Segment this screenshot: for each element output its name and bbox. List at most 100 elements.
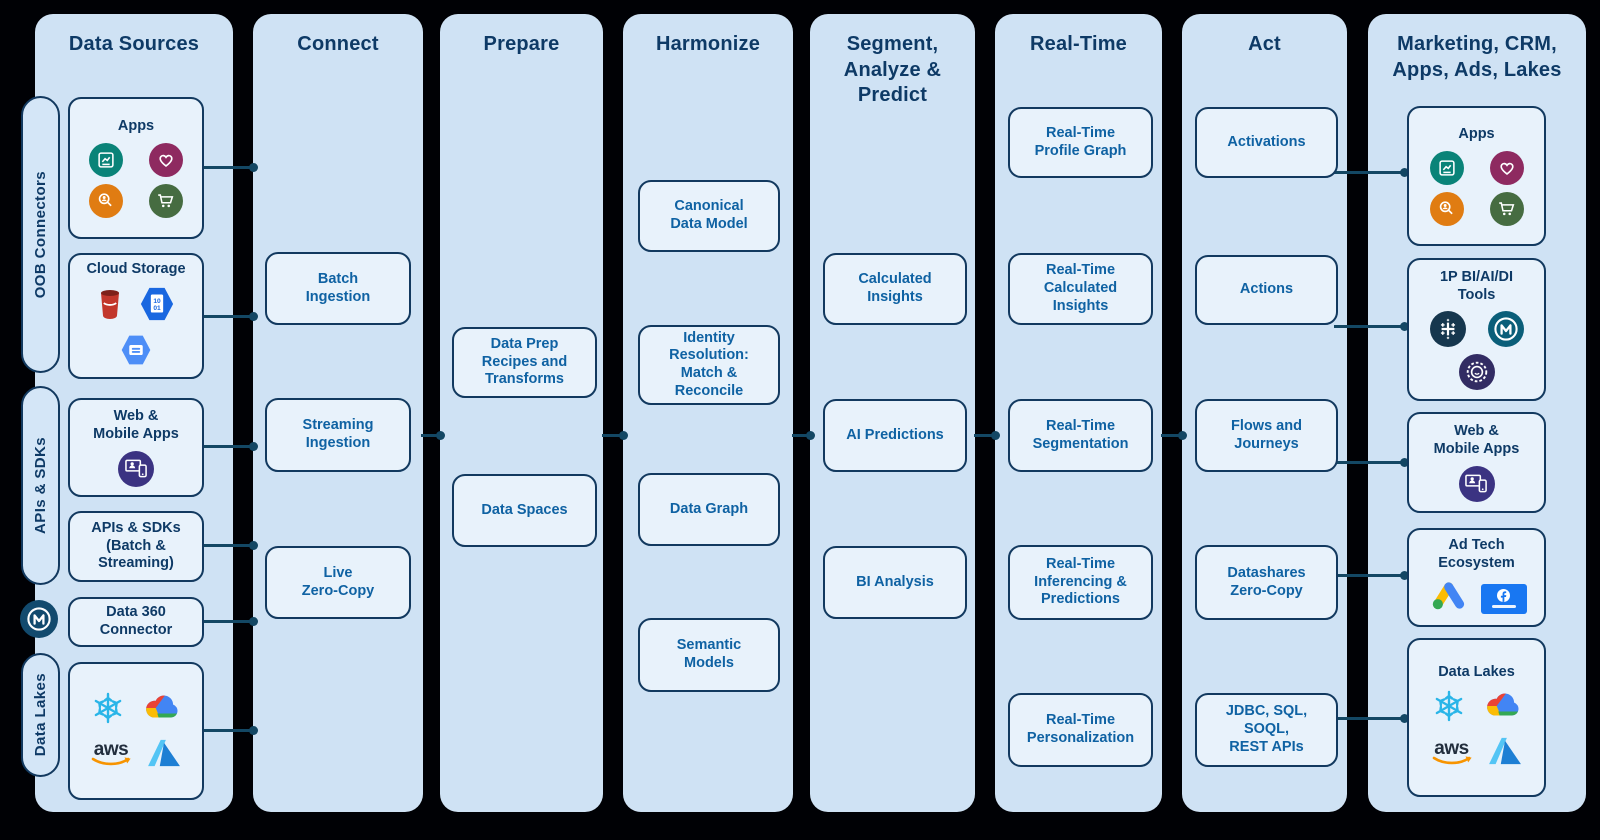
mulesoft-icon [20, 600, 58, 638]
box-label: Ad Tech Ecosystem [1438, 536, 1515, 571]
box-label: Data Lakes [1438, 663, 1515, 680]
aws-icon: aws [91, 738, 131, 767]
connector-line [200, 166, 253, 169]
connector-line [1161, 434, 1183, 437]
box-label: Streaming Ingestion [302, 417, 374, 451]
box-calculated-insights: Calculated Insights [823, 253, 967, 325]
connector-line [200, 729, 253, 732]
box-target-apps: Apps [1407, 106, 1546, 246]
box-canonical-data-model: Canonical Data Model [638, 180, 780, 252]
gcp-bars-hexagon-icon [120, 334, 152, 371]
connector-dot [619, 431, 628, 440]
connector-dot [1400, 168, 1409, 177]
box-streaming-ingestion: Streaming Ingestion [265, 398, 411, 472]
cart-app-icon [1489, 191, 1524, 226]
box-ad-tech-ecosystem: Ad Tech Ecosystem [1407, 528, 1546, 627]
search-app-icon [89, 183, 123, 218]
box-target-data-lakes: Data Lakes aws [1407, 638, 1546, 797]
mulesoft-icon [1487, 311, 1524, 348]
panel-title: Marketing, CRM, Apps, Ads, Lakes [1392, 33, 1562, 81]
aws-wordmark: aws [93, 738, 129, 760]
heart-app-icon [149, 142, 183, 177]
chart-app-icon [1429, 150, 1464, 185]
box-bi-analysis: BI Analysis [823, 546, 967, 619]
box-label: Web & Mobile Apps [1433, 423, 1520, 457]
connector-dot [249, 617, 258, 626]
azure-icon [1488, 736, 1522, 771]
box-label: Activations [1227, 133, 1306, 150]
box-label: Real-Time Profile Graph [1034, 124, 1127, 159]
facebook-tile-icon [1480, 583, 1527, 614]
connector-dot [1400, 571, 1409, 580]
binary-text-bottom: 01 [153, 305, 161, 312]
connector-dot [1400, 458, 1409, 467]
rail-label: Data Lakes [32, 673, 49, 757]
box-label: 1P BI/AI/DI Tools [1439, 268, 1514, 303]
connector-dot [1400, 322, 1409, 331]
rail-data-lakes: Data Lakes [21, 653, 60, 777]
connector-dot [1400, 714, 1409, 723]
box-ai-predictions: AI Predictions [823, 399, 967, 472]
box-label: Live Zero-Copy [301, 564, 375, 599]
aws-wordmark: aws [1434, 737, 1469, 759]
box-batch-ingestion: Batch Ingestion [265, 252, 411, 325]
connector-line [792, 434, 811, 437]
box-label: Web & Mobile Apps [93, 408, 179, 442]
box-real-time-segmentation: Real-Time Segmentation [1008, 399, 1153, 472]
box-web-mobile-apps: Web & Mobile Apps [68, 398, 204, 497]
chart-app-icon [89, 142, 123, 177]
connector-line [1334, 171, 1404, 174]
rail-label: APIs & SDKs [32, 437, 49, 534]
box-label: Real-Time Inferencing & Predictions [1034, 555, 1127, 608]
connector-dot [249, 312, 258, 321]
box-label: Batch Ingestion [305, 270, 371, 305]
connector-line [1334, 717, 1404, 720]
box-label: JDBC, SQL, SOQL, REST APIs [1225, 703, 1308, 755]
box-identity-resolution: Identity Resolution: Match & Reconcile [638, 325, 780, 405]
box-label: Flows and Journeys [1231, 417, 1302, 452]
box-data-graph: Data Graph [638, 473, 780, 546]
panel-prepare: Prepare [440, 14, 603, 812]
box-1p-bi-ai-di-tools: 1P BI/AI/DI Tools [1407, 258, 1546, 401]
connector-dot [1178, 431, 1187, 440]
box-activations: Activations [1195, 107, 1338, 178]
heart-app-icon [1489, 150, 1524, 185]
box-label: BI Analysis [856, 573, 934, 590]
snowflake-icon [1431, 688, 1467, 729]
panel-title: Real-Time [1029, 33, 1128, 55]
box-label: Cloud Storage [86, 261, 186, 278]
box-semantic-models: Semantic Models [638, 618, 780, 692]
box-data-prep-recipes-transforms: Data Prep Recipes and Transforms [452, 327, 597, 398]
web-mobile-icon [1458, 465, 1495, 502]
box-label: Actions [1239, 281, 1294, 298]
box-target-web-mobile-apps: Web & Mobile Apps [1407, 412, 1546, 513]
box-live-zero-copy: Live Zero-Copy [265, 546, 411, 619]
panel-title: Harmonize [655, 33, 761, 55]
aws-icon: aws [1432, 737, 1472, 766]
snowflake-icon [90, 690, 126, 731]
connector-line [1334, 574, 1404, 577]
box-label: Identity Resolution: Match & Reconcile [669, 329, 749, 399]
connector-line [421, 434, 441, 437]
connector-dot [249, 442, 258, 451]
connector-line [602, 434, 624, 437]
box-data-spaces: Data Spaces [452, 474, 597, 547]
google-ads-icon [1427, 579, 1465, 618]
rail-label: OOB Connectors [32, 170, 49, 299]
box-jdbc-sql-soql-rest-apis: JDBC, SQL, SOQL, REST APIs [1195, 693, 1338, 767]
box-datashares-zero-copy: Datashares Zero-Copy [1195, 545, 1338, 620]
box-label: Data Graph [669, 500, 749, 517]
connector-dot [249, 726, 258, 735]
box-data-360-connector: Data 360 Connector [68, 597, 204, 647]
box-label: AI Predictions [846, 426, 944, 443]
connector-line [200, 620, 253, 623]
connector-line [200, 544, 253, 547]
box-real-time-profile-graph: Real-Time Profile Graph [1008, 107, 1153, 178]
box-apis-sdks-batch-streaming: APIs & SDKs (Batch & Streaming) [68, 511, 204, 582]
web-mobile-icon [118, 450, 154, 487]
einstein-gear-icon [1458, 354, 1495, 391]
box-label: Calculated Insights [858, 271, 932, 305]
